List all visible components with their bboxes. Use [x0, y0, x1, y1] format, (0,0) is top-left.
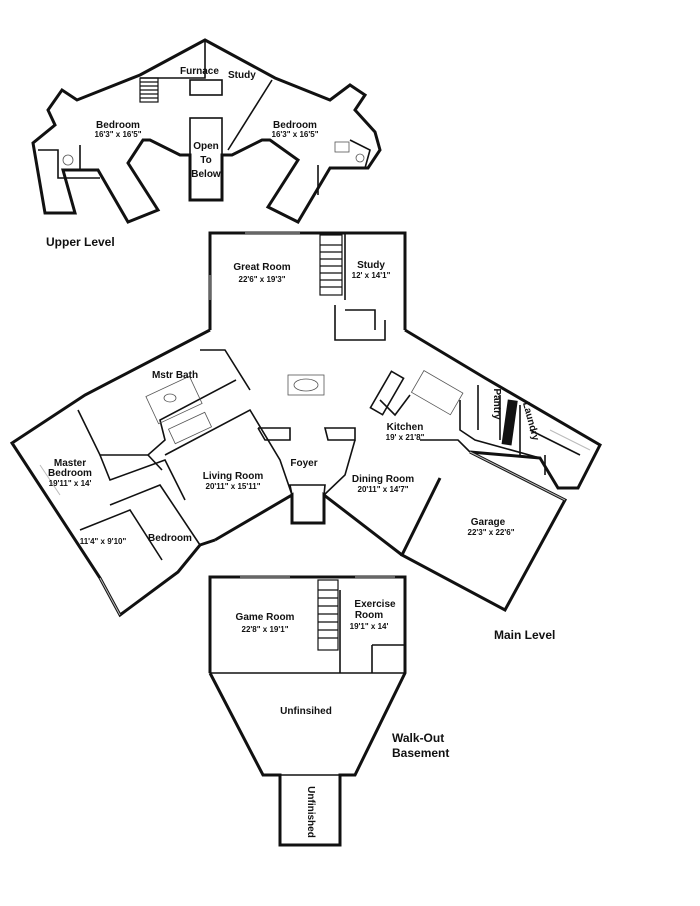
exercise-room-label-2: Room [355, 610, 383, 621]
basement-title-line2: Basement [392, 746, 449, 760]
upper-bedroom-right-dims: 16'3" x 16'5" [272, 130, 319, 139]
master-bedroom-label-2: Bedroom [48, 468, 92, 479]
living-room-dims: 20'11" x 15'11" [206, 482, 261, 491]
study-label: Study [357, 260, 385, 271]
unfinished-side-label: Unfinished [305, 786, 316, 838]
master-bedroom-dims: 19'11" x 14' [49, 479, 92, 488]
open-to-below-line2: To [200, 155, 211, 166]
upper-level-title: Upper Level [46, 235, 115, 249]
upper-level-plan [31, 38, 382, 224]
upper-bedroom-right-label: Bedroom [273, 120, 317, 131]
garage-dims: 22'3" x 22'6" [468, 528, 515, 537]
main-level-title: Main Level [494, 628, 555, 642]
dining-room-label: Dining Room [352, 474, 414, 485]
main-level-plan [9, 231, 602, 618]
upper-bedroom-left-dims: 16'3" x 16'5" [95, 130, 142, 139]
bedroom-label: Bedroom [148, 533, 192, 544]
mstr-bath-label: Mstr Bath [152, 370, 198, 381]
kitchen-label: Kitchen [387, 422, 424, 433]
living-room-label: Living Room [203, 471, 264, 482]
basement-title-line1: Walk-Out [392, 731, 444, 745]
open-to-below-line3: Below [191, 169, 221, 180]
great-room-dims: 22'6" x 19'3" [239, 275, 286, 284]
kitchen-dims: 19' x 21'8" [386, 433, 425, 442]
great-room-label: Great Room [233, 262, 290, 273]
upper-furnace-label: Furnace [180, 66, 219, 77]
unfinished-main-label: Unfinsihed [280, 706, 332, 717]
open-to-below-line1: Open [193, 141, 219, 152]
study-dims: 12' x 14'1" [352, 271, 391, 280]
exercise-room-dims: 19'1" x 14' [350, 622, 389, 631]
game-room-dims: 22'8" x 19'1" [242, 625, 289, 634]
exercise-room-label-1: Exercise [354, 599, 396, 610]
foyer-label: Foyer [290, 458, 317, 469]
upper-study-label: Study [228, 70, 256, 81]
dining-room-dims: 20'11" x 14'7" [358, 485, 409, 494]
pantry-label: Pantry [491, 388, 502, 420]
upper-bedroom-left-label: Bedroom [96, 120, 140, 131]
bedroom-dims: 11'4" x 9'10" [80, 537, 127, 546]
master-bedroom-label-1: Master [54, 458, 86, 469]
basement-plan [208, 575, 407, 847]
garage-label: Garage [471, 517, 506, 528]
game-room-label: Game Room [236, 612, 295, 623]
